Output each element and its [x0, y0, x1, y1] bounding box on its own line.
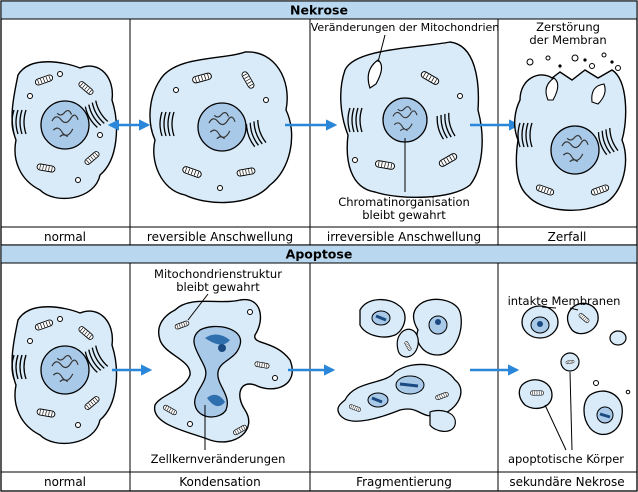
mito-changes-pointer [377, 34, 386, 63]
apoptosis-title: Apoptose [286, 247, 353, 262]
apoptotic-bodies-label: apoptotische Körper [508, 452, 624, 466]
mito-structure-line2: bleibt gewahrt [176, 280, 260, 294]
mito-structure-pointer [187, 293, 209, 321]
chromatin-label-line2: bleibt gewahrt [362, 208, 446, 222]
intact-membranes-pointer-1 [541, 306, 557, 309]
apoptosis-fragmentation-cells [337, 298, 462, 432]
intact-membranes-label: intakte Membranen [508, 294, 621, 308]
necrosis-normal-cell [11, 61, 118, 200]
membrane-destruction-line1: Zerstörung [536, 20, 600, 34]
mito-changes-label: Veränderungen der Mitochondrien [311, 21, 500, 34]
mito-structure-line1: Mitochondrienstruktur [154, 267, 282, 281]
necrosis-disintegration-cell [513, 52, 627, 211]
apoptosis-caption-2: Kondensation [179, 475, 260, 489]
apoptotic-bodies-pointer-1 [544, 404, 567, 451]
apoptosis-caption-3: Fragmentierung [356, 475, 452, 489]
necrosis-reversible-cell [149, 51, 293, 204]
apoptotic-bodies-pointer-2 [569, 371, 573, 451]
apoptosis-caption-1: normal [44, 475, 86, 489]
nucleus-changes-label: Zellkernveränderungen [151, 452, 286, 466]
apoptosis-condensation-cell [154, 298, 293, 443]
apoptosis-caption-4: sekundäre Nekrose [509, 475, 624, 489]
chromatin-label-line1: Chromatinorganisation [338, 195, 470, 209]
apoptosis-normal-cell [11, 306, 118, 445]
membrane-destruction-line2: der Membran [529, 33, 606, 47]
necrosis-caption-1: normal [44, 230, 86, 244]
necrosis-caption-3: irreversible Anschwellung [327, 230, 481, 244]
necrosis-irreversible-cell [340, 41, 483, 198]
necrosis-caption-2: reversible Anschwellung [147, 230, 293, 244]
apoptosis-secondary-necrosis-cells [518, 302, 631, 436]
necrosis-header [0, 0, 638, 20]
intact-membranes-pointer-2 [569, 307, 579, 311]
necrosis-title: Nekrose [290, 3, 348, 18]
necrosis-caption-4: Zerfall [548, 230, 587, 244]
apoptosis-header [0, 244, 638, 264]
